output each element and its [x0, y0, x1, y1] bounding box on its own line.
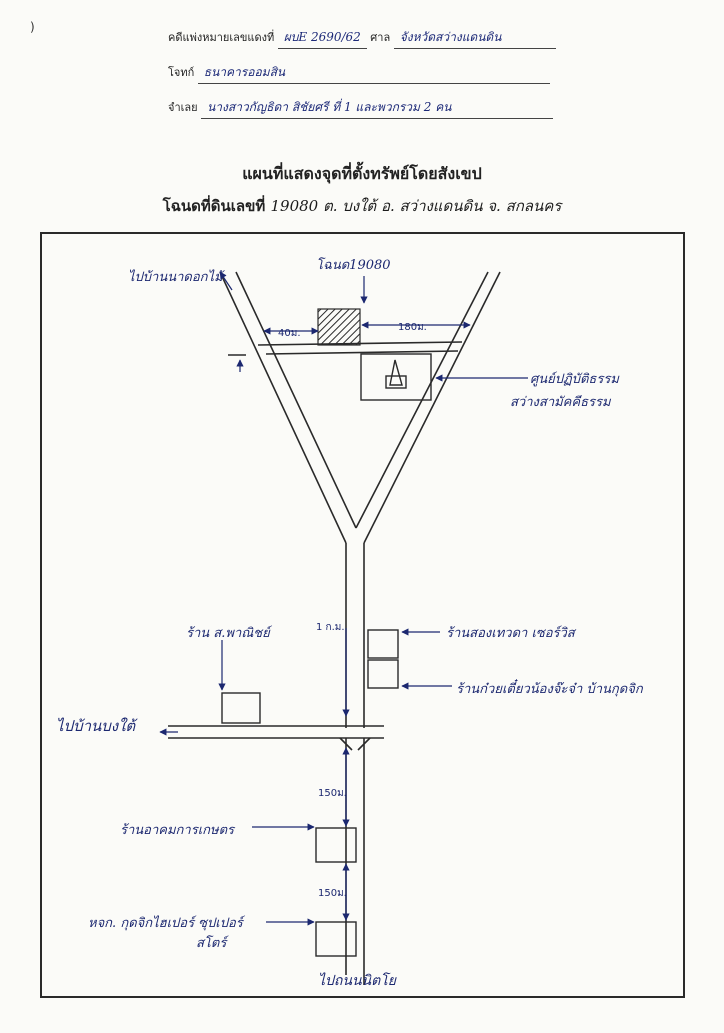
case-number: ผบE 2690/62 — [277, 28, 367, 49]
label-dist-180: 180ม. — [398, 322, 427, 333]
label-dist-1km: 1 ก.ม. — [316, 622, 345, 633]
practice-center — [360, 353, 432, 401]
junction-right — [357, 737, 371, 751]
road-right-arm-outer — [363, 271, 501, 544]
label-to-thanon-nitiyom: ไปถนนนิตโย — [318, 973, 396, 989]
map-title: แผนที่แสดงจุดที่ตั้งทรัพย์โดยสังเขป — [242, 164, 482, 183]
label-to-ban-nadok: ไปบ้านนาดอกไม้ — [128, 270, 223, 285]
label-shop-agri: ร้านอาคมการเกษตร — [120, 823, 235, 838]
map-subtitle: โฉนดที่ดินเลขที่ 19080 ต. บงใต้ อ. สว่าง… — [0, 194, 724, 218]
subtitle-prefix: โฉนดที่ดินเลขที่ — [162, 197, 266, 215]
shop-sound-building — [367, 629, 399, 659]
plaintiff-label: โจทก์ — [168, 66, 195, 79]
road-left-arm-inner — [235, 271, 357, 529]
case-row: คดีแพ่งหมายเลขแดงที่ ผบE 2690/62 ศาล จัง… — [168, 28, 556, 49]
map-frame — [40, 232, 685, 998]
court-label: ศาล — [370, 31, 391, 44]
label-to-ban-bong-tai: ไปบ้านบงใต้ — [56, 717, 136, 735]
arrow-to-north-left — [219, 271, 233, 291]
supermarket-building — [315, 921, 357, 957]
annotations — [159, 271, 528, 926]
label-shop-sound: ร้านสองเทวดา เซอร์วิส — [446, 626, 575, 641]
label-deed-parcel: โฉนด19080 — [316, 258, 391, 273]
defendant-label: จำเลย — [168, 101, 198, 114]
label-supermarket-1: หจก. กุดจิกไฮเปอร์ ซุปเปอร์ — [88, 916, 243, 931]
label-dist-150-a: 150ม. — [318, 788, 347, 799]
deed-parcel-hatched — [317, 308, 361, 346]
label-dist-150-b: 150ม. — [318, 888, 347, 899]
label-practice-center-1: ศูนย์ปฏิบัติธรรม — [530, 372, 619, 387]
defendant-row: จำเลย นางสาวกัญธิดา สิชัยศรี ที่ 1 และพว… — [168, 98, 554, 119]
shop-agri-building — [315, 827, 357, 863]
label-dist-40: 40ม. — [278, 328, 301, 339]
page-mark: ) — [30, 20, 35, 34]
road-left-arm-outer — [219, 271, 347, 544]
defendant-name: นางสาวกัญธิดา สิชัยศรี ที่ 1 และพวกรวม 2… — [201, 98, 554, 119]
court-name: จังหวัดสว่างแดนดิน — [393, 28, 556, 49]
shop-noodle-building — [367, 659, 399, 689]
case-label: คดีแพ่งหมายเลขแดงที่ — [168, 31, 275, 44]
label-shop-phanit: ร้าน ส.พาณิชย์ — [186, 626, 270, 641]
label-supermarket-2: สโตร์ — [196, 936, 227, 951]
shop-phanit-building — [221, 692, 261, 724]
label-shop-noodle: ร้านก๋วยเตี๋ยวน้องจ๊ะจ๋า บ้านกุดจิก — [456, 682, 643, 697]
plaintiff-row: โจทก์ ธนาคารออมสิน — [168, 63, 550, 84]
subtitle-detail: 19080 ต. บงใต้ อ. สว่างแดนดิน จ. สกลนคร — [270, 197, 562, 215]
label-practice-center-2: สว่างสามัคคีธรรม — [510, 395, 611, 410]
junction-left — [339, 737, 353, 751]
shop-buildings — [221, 629, 399, 957]
road-top-south-edge — [265, 350, 459, 355]
plaintiff-name: ธนาคารออมสิน — [197, 63, 550, 84]
